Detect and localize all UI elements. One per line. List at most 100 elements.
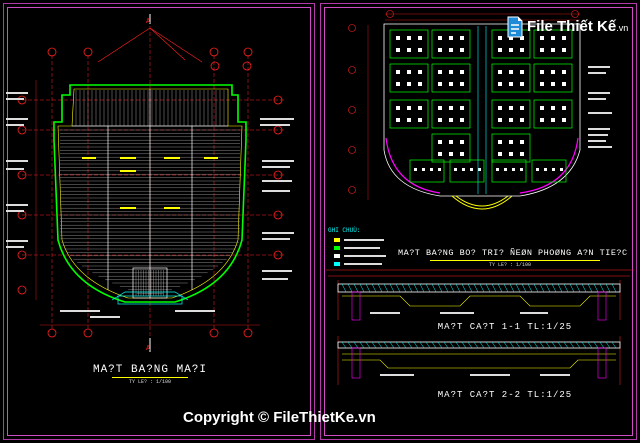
- light-fixture: [551, 118, 555, 122]
- section-1-1-title: MA?T CA?T 1-1 TL:1/25: [437, 322, 573, 332]
- light-fixture: [438, 168, 441, 171]
- section-hatch-line: [425, 341, 431, 349]
- section-2-2-title: MA?T CA?T 2-2 TL:1/25: [437, 390, 573, 400]
- section-hatch-line: [587, 341, 593, 349]
- light-fixture: [438, 36, 442, 40]
- light-fixture: [520, 36, 524, 40]
- light-fixture: [540, 48, 544, 52]
- light-fixture: [509, 118, 513, 122]
- light-fixture: [520, 152, 524, 156]
- section-2-2-annotations: [380, 374, 570, 376]
- light-fixture: [520, 168, 523, 171]
- section-hatch-line: [599, 283, 605, 293]
- ceiling-panel: [431, 63, 471, 93]
- section-hatch-line: [611, 341, 617, 349]
- lighting-plan-center-aisle: [477, 26, 487, 194]
- section-hatch-line: [581, 341, 587, 349]
- light-fixture: [544, 168, 547, 171]
- light-fixture: [407, 82, 411, 86]
- section-hatch-line: [341, 283, 347, 293]
- light-fixture: [562, 106, 566, 110]
- ceiling-panel: [389, 29, 429, 59]
- light-fixture: [512, 168, 515, 171]
- section-2-2: [337, 336, 621, 385]
- light-fixture: [396, 70, 400, 74]
- light-fixture: [414, 168, 417, 171]
- section-hatch-line: [383, 283, 389, 293]
- roof-entrance: [111, 291, 189, 305]
- light-fixture: [498, 36, 502, 40]
- roof-seams-upper: [75, 90, 225, 126]
- light-fixture: [460, 48, 464, 52]
- section-hatch-line: [599, 341, 605, 349]
- section-hatch-line: [557, 283, 563, 293]
- light-fixture: [454, 168, 457, 171]
- light-fixture: [552, 168, 555, 171]
- section-mark-a-bottom: A: [146, 345, 151, 353]
- lighting-plan-title-underline: [430, 260, 600, 261]
- section-hatch-line: [593, 341, 599, 349]
- ceiling-panel: [491, 99, 531, 129]
- lighting-plan-magenta-edge: [385, 137, 579, 194]
- light-fixture: [520, 82, 524, 86]
- section-hatch-line: [533, 341, 539, 349]
- light-fixture: [509, 152, 513, 156]
- light-fixture: [438, 140, 442, 144]
- section-hatch-line: [395, 341, 401, 349]
- light-fixture: [407, 48, 411, 52]
- lighting-plan-title: MA?T BA?NG BO? TRI? ÑEØN PHOØNG A?N TIE?…: [398, 248, 628, 258]
- section-hatch-line: [449, 283, 455, 293]
- light-fixture: [498, 82, 502, 86]
- light-fixture: [418, 82, 422, 86]
- light-fixture: [540, 106, 544, 110]
- ceiling-panel: [389, 63, 429, 93]
- section-hatch-line: [497, 341, 503, 349]
- section-hatch-line: [365, 341, 371, 349]
- section-hatch-line: [503, 283, 509, 293]
- left-sheet-inner-border: [7, 7, 311, 436]
- ceiling-panel: [409, 159, 445, 183]
- light-fixture: [470, 168, 473, 171]
- section-hatch-line: [545, 283, 551, 293]
- logo-badge-icon: [507, 16, 523, 38]
- light-fixture: [460, 82, 464, 86]
- section-hatch-line: [569, 341, 575, 349]
- section-hatch-line: [359, 283, 365, 293]
- light-fixture: [438, 106, 442, 110]
- logo-domain: .vn: [616, 23, 629, 33]
- light-fixture: [396, 106, 400, 110]
- section-hatch-line: [551, 341, 557, 349]
- light-fixture: [449, 140, 453, 144]
- ceiling-panel: [491, 133, 531, 163]
- section-hatch-line: [437, 341, 443, 349]
- light-fixture: [498, 106, 502, 110]
- section-hatch-line: [473, 283, 479, 293]
- light-fixture: [562, 48, 566, 52]
- ceiling-panel: [449, 159, 485, 183]
- section-hatch-line: [593, 283, 599, 293]
- section-hatch-line: [527, 283, 533, 293]
- light-fixture: [449, 152, 453, 156]
- roof-leaders: [97, 27, 203, 63]
- light-fixture: [509, 70, 513, 74]
- section-hatch-line: [413, 341, 419, 349]
- section-hatch-line: [557, 341, 563, 349]
- section-hatch-line: [395, 283, 401, 293]
- ceiling-panel: [431, 29, 471, 59]
- section-hatch-line: [353, 283, 359, 293]
- light-fixture: [498, 48, 502, 52]
- section-hatch-line: [503, 341, 509, 349]
- light-fixture: [509, 48, 513, 52]
- section-hatch-line: [389, 283, 395, 293]
- light-fixture: [509, 106, 513, 110]
- section-2-2-ceiling: [342, 353, 616, 369]
- light-fixture: [562, 70, 566, 74]
- lighting-plan-notes: [334, 238, 386, 266]
- section-hatch-line: [401, 283, 407, 293]
- light-fixture: [498, 140, 502, 144]
- section-hatch-line: [605, 341, 611, 349]
- light-fixture: [562, 82, 566, 86]
- section-mark-a-top: A: [146, 18, 151, 26]
- section-1-1-hatch: [341, 283, 617, 293]
